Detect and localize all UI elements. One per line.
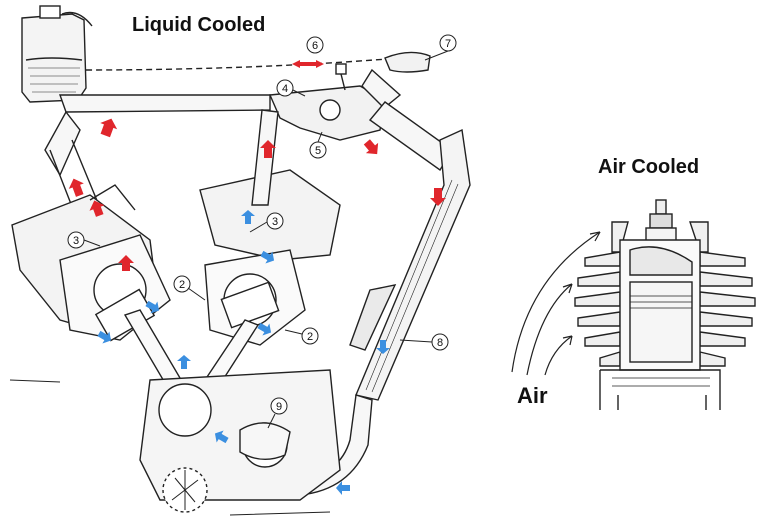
callout-3a: 3: [67, 231, 85, 249]
hot-arrow: [292, 60, 324, 68]
radiator: [349, 128, 471, 401]
cool-arrow: [336, 481, 350, 495]
hot-arrow: [430, 188, 446, 206]
cooling-fins-left: [574, 221, 629, 367]
air-cooled-title: Air Cooled: [598, 156, 700, 178]
cool-arrow: [145, 300, 160, 314]
cool-arrow: [214, 430, 229, 444]
svg-text:2: 2: [179, 279, 185, 291]
cylinder-base: [599, 369, 721, 410]
coolant-reservoir: [21, 5, 93, 103]
svg-text:2: 2: [307, 331, 313, 343]
radiator-inlet-hose: [368, 101, 453, 172]
overflow-hose: [85, 57, 401, 71]
callout-5: 5: [309, 141, 327, 159]
hot-arrow: [100, 118, 118, 138]
air-label: Air: [517, 383, 548, 408]
svg-text:4: 4: [282, 83, 288, 95]
svg-text:9: 9: [276, 401, 282, 413]
callout-6: 6: [306, 36, 324, 54]
cool-arrow: [257, 322, 272, 336]
cylinder-body: [619, 239, 701, 371]
left-cylinder: [11, 184, 171, 342]
hot-arrow: [363, 139, 379, 155]
water-pump: [239, 422, 291, 460]
svg-text:5: 5: [315, 145, 321, 157]
airflow-arrow: [526, 283, 573, 376]
callout-2b: 2: [301, 327, 319, 345]
cool-arrow: [260, 250, 275, 264]
svg-text:3: 3: [73, 235, 79, 247]
hot-arrow: [89, 200, 105, 217]
callout-8: 8: [431, 333, 449, 351]
airflow-lines: [511, 231, 601, 376]
callout-4: 4: [276, 79, 294, 97]
airflow-arrow: [544, 335, 573, 376]
svg-text:7: 7: [445, 38, 451, 50]
baseline: [9, 379, 331, 516]
cool-arrow: [241, 210, 255, 224]
hot-arrow: [260, 140, 276, 158]
cool-flow-arrows: [97, 210, 390, 495]
air-cooled-cylinder: [505, 199, 765, 415]
callout-2a: 2: [173, 275, 191, 293]
airflow-arrow: [511, 231, 601, 373]
piston: [629, 281, 693, 363]
svg-text:3: 3: [272, 216, 278, 228]
hot-flow-arrows: [68, 60, 446, 271]
cool-arrow: [97, 330, 112, 344]
cool-arrow: [376, 340, 390, 354]
liquid-cooled-title: Liquid Cooled: [132, 14, 266, 36]
cool-arrow: [177, 355, 191, 369]
radiator-cap: [361, 51, 431, 109]
svg-text:6: 6: [312, 40, 318, 52]
callout-3b: 3: [266, 212, 284, 230]
svg-text:8: 8: [437, 337, 443, 349]
hot-arrow: [68, 178, 84, 197]
thermostat-housing: [268, 63, 386, 141]
hot-arrow: [118, 255, 134, 271]
liquid-cooled-engine: [9, 5, 471, 516]
callout-7: 7: [439, 34, 457, 52]
callout-9: 9: [270, 397, 288, 415]
callouts: 2 2 3 3 4 5 6 7 8 9: [67, 34, 457, 429]
